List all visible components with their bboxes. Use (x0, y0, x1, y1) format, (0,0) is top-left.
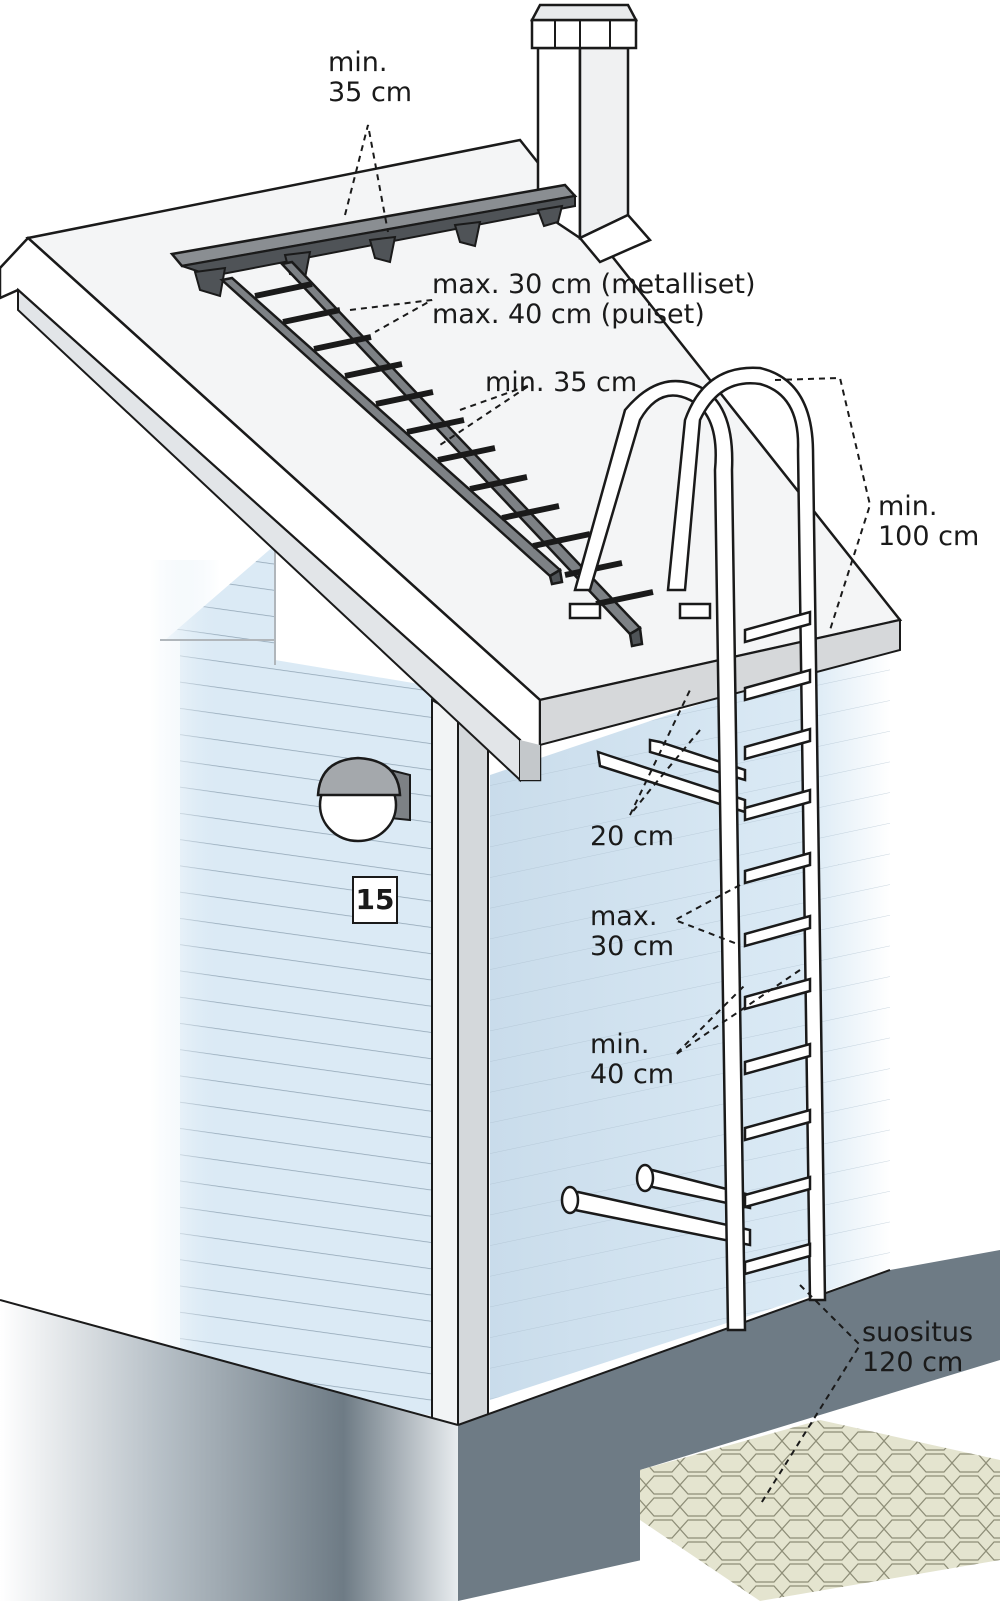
roof-bridge (169, 183, 578, 298)
label-bottom-gap: suositus 120 cm (862, 1317, 974, 1378)
chimney (529, 3, 653, 264)
roof-ladder (219, 260, 654, 648)
label-wall-distance: 20 cm (590, 821, 675, 852)
label-roof-ladder-width: min. 35 cm (485, 367, 638, 398)
label-rail-height: min. 100 cm (878, 491, 980, 552)
wall-lamp (316, 756, 411, 843)
corner-post (431, 698, 489, 1427)
dimension-leaders (344, 124, 872, 1506)
label-wall-rung-spacing: max. 30 cm (590, 901, 675, 962)
label-wall-ladder-width: min. 40 cm (590, 1029, 675, 1090)
wall-brackets (560, 738, 752, 1247)
wall-ladder (568, 366, 827, 1332)
house-number: 15 (352, 876, 398, 924)
label-bridge-width: min. 35 cm (328, 47, 413, 108)
label-roof-rung-spacing: max. 30 cm (metalliset) max. 40 cm (puis… (432, 269, 756, 330)
